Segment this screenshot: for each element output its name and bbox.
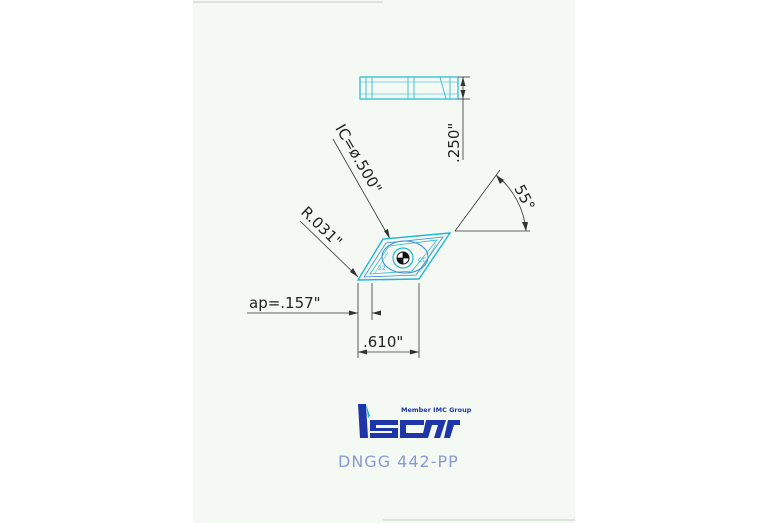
svg-text:CC: CC: [418, 257, 426, 264]
svg-text:22: 22: [378, 265, 386, 272]
radius-label: R.031": [297, 203, 346, 251]
center-hole: [396, 251, 410, 265]
insert-top-view: 22 CC: [356, 232, 452, 281]
angle-dimension: [454, 169, 530, 232]
technical-drawing: .250" IC=ø.500" R.031" 55°: [193, 1, 575, 521]
ic-diameter-label: IC=ø.500": [332, 121, 386, 197]
ic-leader: [332, 138, 391, 240]
angle-label: 55°: [510, 182, 538, 214]
length-label: .610": [363, 333, 403, 351]
thickness-label: .250": [445, 123, 463, 163]
insert-designation: DNGG 442-PP: [338, 452, 459, 471]
drawing-sheet: .250" IC=ø.500" R.031" 55°: [193, 0, 575, 523]
length-dimension: [357, 283, 420, 358]
ap-dimension: [247, 283, 381, 320]
member-imc-group-text: Member IMC Group: [401, 406, 472, 414]
radius-leader: [299, 220, 359, 278]
ap-label: ap=.157": [249, 294, 321, 312]
thickness-dimension: [458, 76, 470, 160]
iscar-logo: Member IMC Group: [358, 404, 472, 438]
side-view: [359, 76, 459, 100]
